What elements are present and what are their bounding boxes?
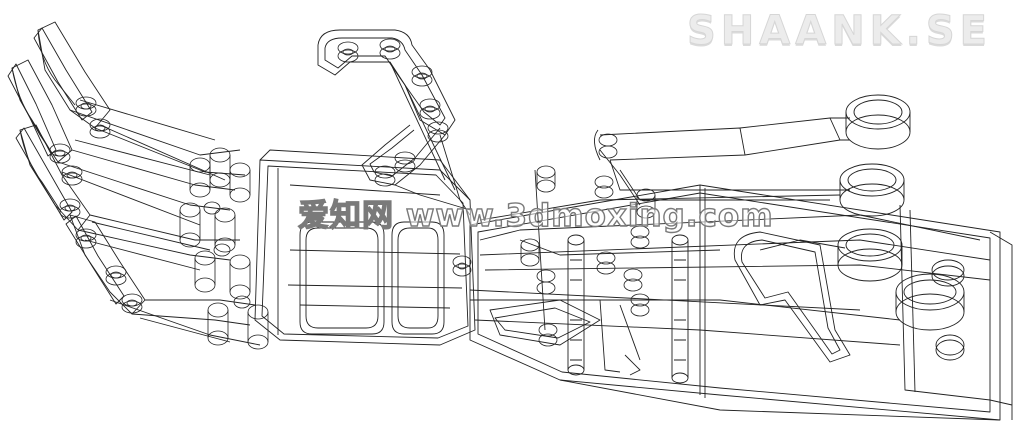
shaank-logo: SHAANK.SE [687, 8, 992, 55]
finger-ring [15, 124, 240, 271]
finger-middle [7, 59, 236, 226]
palm-block [254, 149, 476, 346]
finger-pinky [65, 214, 261, 346]
thumb [317, 29, 471, 216]
site-watermark: 爱知网 www.3dmoxing.com [297, 197, 774, 234]
linkage-rods [469, 117, 991, 346]
forearm-shafts [534, 169, 689, 384]
joint-pins [49, 38, 656, 350]
ring-cylinders [837, 94, 965, 361]
